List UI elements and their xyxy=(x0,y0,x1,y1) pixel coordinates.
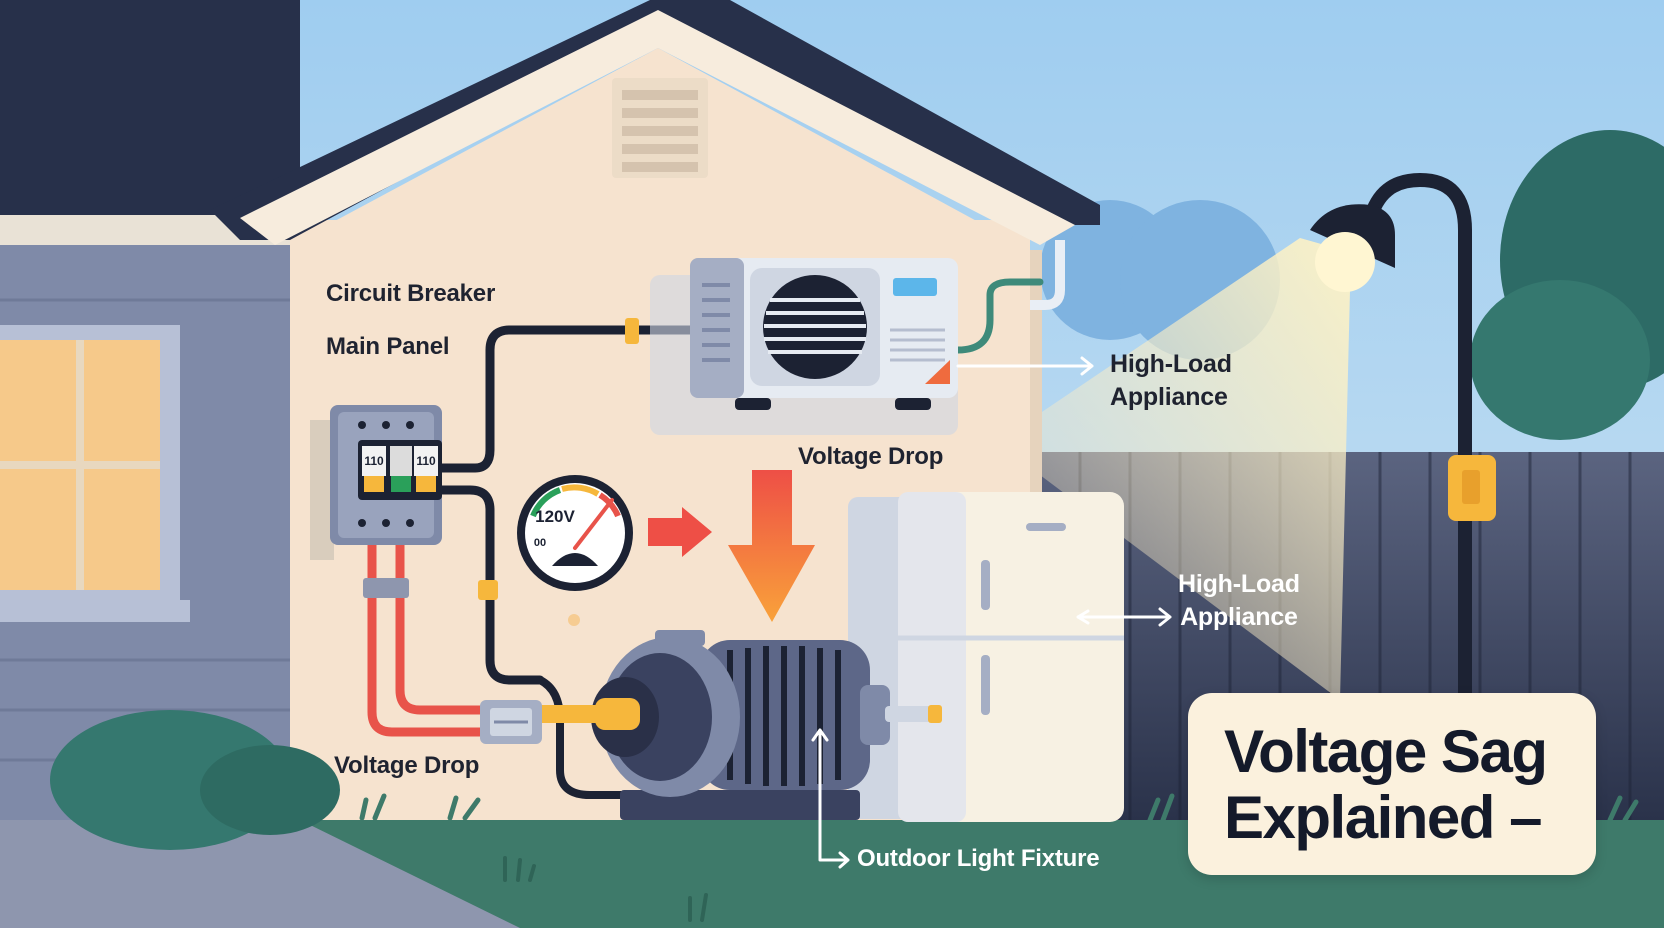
title-line-2: Explained – xyxy=(1224,784,1542,851)
high-load-appliance-label-1: High-Load Appliance xyxy=(1110,348,1232,414)
wiring xyxy=(367,278,1044,799)
wire-clip-mid xyxy=(478,580,498,600)
meter-reading: 120V xyxy=(535,507,575,526)
title-card: Voltage Sag Explained – xyxy=(1188,693,1596,875)
voltmeter: 120V 00 xyxy=(517,475,633,626)
refrigerator xyxy=(848,492,1124,822)
wire-red-2 xyxy=(395,540,495,715)
high-load-1-line1: High-Load xyxy=(1110,350,1232,378)
outdoor-light-fixture-label: Outdoor Light Fixture xyxy=(857,845,1100,872)
grass-tufts xyxy=(359,793,1639,823)
breaker-left-label: 110 xyxy=(364,454,384,468)
title-line-1: Voltage Sag xyxy=(1224,718,1548,785)
wire-ac-green xyxy=(954,278,1044,354)
neighbor-house xyxy=(0,0,300,830)
ac-unit xyxy=(650,258,958,435)
motor xyxy=(535,630,942,820)
wire-motor-loop xyxy=(536,676,644,799)
high-load-appliance-label-2: High-Load Appliance xyxy=(1178,568,1300,634)
attic-vent xyxy=(612,78,708,178)
voltage-drop-arrow xyxy=(728,470,815,622)
wire-clip-top xyxy=(625,318,639,344)
light-beam xyxy=(1020,238,1360,700)
callout-arrows xyxy=(811,356,1172,869)
voltage-drop-top-label: Voltage Drop xyxy=(798,443,944,470)
wire-red-1 xyxy=(367,540,495,737)
voltage-drop-bottom-label: Voltage Drop xyxy=(334,752,480,779)
high-load-1-line2: Appliance xyxy=(1110,383,1228,411)
junction-box xyxy=(480,700,542,744)
circuit-breaker-label: Circuit Breaker xyxy=(326,280,496,307)
arrow-fridge-to-label xyxy=(1076,607,1172,627)
gutter-downspout xyxy=(1030,240,1065,310)
breaker-right-label: 110 xyxy=(416,454,436,468)
arrow-motor-to-label xyxy=(811,728,850,869)
right-red-arrow xyxy=(648,507,712,557)
gauge-needle xyxy=(573,498,614,550)
main-panel-label: Main Panel xyxy=(326,333,450,360)
arrow-ac-to-label xyxy=(956,356,1094,376)
wire-panel-to-ac xyxy=(435,325,715,473)
meter-sub: 00 xyxy=(534,537,546,549)
breaker-panel: 110 110 xyxy=(310,405,442,560)
street-lamp xyxy=(1310,172,1496,837)
high-load-2-line1: High-Load xyxy=(1178,570,1300,598)
high-load-2-line2: Appliance xyxy=(1180,603,1298,631)
wire-clip-red xyxy=(363,578,409,598)
